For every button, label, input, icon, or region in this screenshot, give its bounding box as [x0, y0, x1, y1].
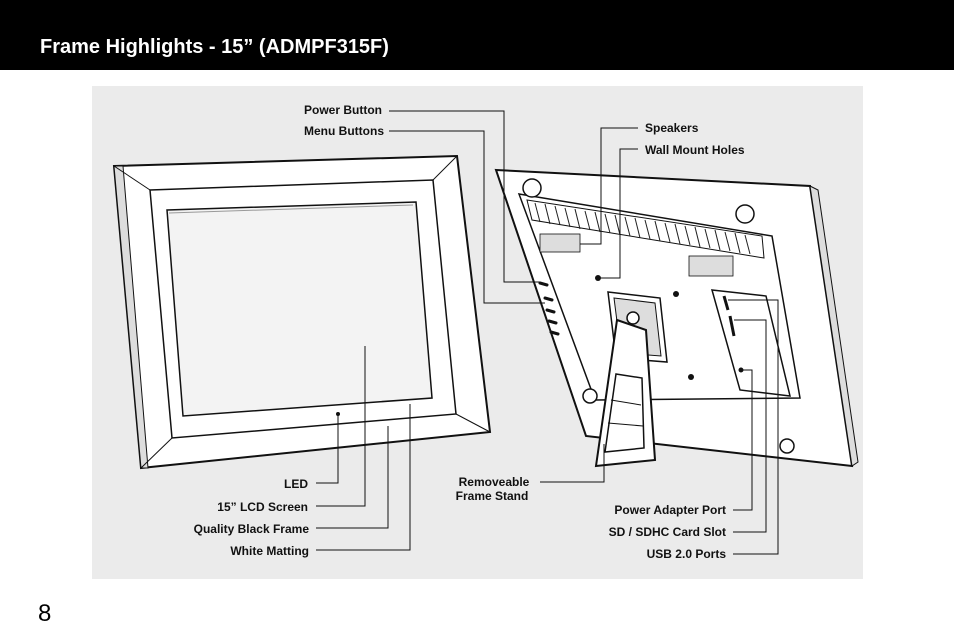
- callout-stand-line1: Removeable: [458, 475, 530, 489]
- callout-led: LED: [284, 477, 308, 491]
- left-speaker: [539, 233, 581, 253]
- foot-bottom-right: [779, 438, 795, 454]
- menu-buttons: [538, 281, 560, 336]
- callout-menu-buttons: Menu Buttons: [304, 124, 384, 138]
- foot-top-left: [522, 178, 542, 198]
- callout-sd-card-slot: SD / SDHC Card Slot: [608, 525, 726, 539]
- front-frame: [112, 154, 492, 470]
- lcd-screen: [166, 201, 433, 417]
- foot-top-right: [735, 204, 755, 224]
- callout-white-matting: White Matting: [230, 544, 309, 558]
- leader-lines: [316, 110, 779, 555]
- back-frame: [494, 168, 859, 468]
- page-title: Frame Highlights - 15” (ADMPF315F): [40, 36, 389, 58]
- callout-speakers: Speakers: [645, 121, 699, 135]
- right-speaker: [688, 255, 734, 277]
- callout-stand-line2: Frame Stand: [455, 489, 529, 503]
- callout-power-adapter-port: Power Adapter Port: [614, 503, 726, 517]
- header-bar: Frame Highlights - 15” (ADMPF315F): [0, 0, 954, 70]
- callout-wall-mount-holes: Wall Mount Holes: [645, 143, 745, 157]
- callout-usb-ports: USB 2.0 Ports: [646, 547, 726, 561]
- callout-lcd-screen: 15” LCD Screen: [217, 500, 308, 514]
- callout-black-frame: Quality Black Frame: [193, 522, 309, 536]
- callout-power-button: Power Button: [304, 103, 382, 117]
- page-number: 8: [38, 600, 52, 627]
- foot-bottom-left: [582, 388, 598, 404]
